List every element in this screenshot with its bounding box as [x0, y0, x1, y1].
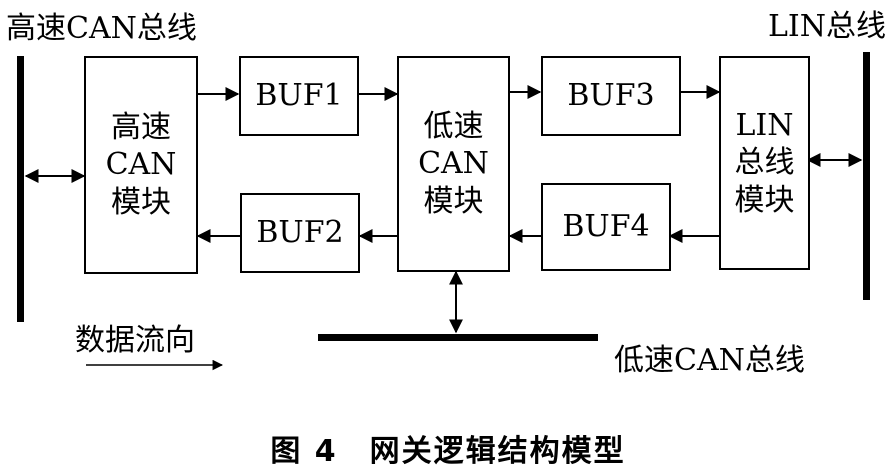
lin-module-line2: 总线 — [734, 145, 795, 181]
lin-module-line3: 模块 — [734, 182, 795, 218]
hs-can-module: 高速 CAN 模块 — [84, 56, 198, 274]
ls-can-bus-label: 低速CAN总线 — [614, 343, 805, 378]
lin-module: LIN 总线 模块 — [719, 56, 810, 270]
hs-can-bus-label: 高速CAN总线 — [6, 11, 197, 46]
buf3-box: BUF3 — [541, 56, 681, 136]
buf1-box: BUF1 — [239, 56, 359, 136]
lin-bus-label: LIN总线 — [768, 9, 887, 44]
ls-can-module-line3: 模块 — [423, 183, 484, 219]
figure-caption: 图 4 网关逻辑结构模型 — [270, 434, 626, 469]
buf4-box: BUF4 — [541, 183, 671, 271]
ls-can-bus-bar — [318, 334, 598, 341]
hs-can-module-line2: CAN — [105, 147, 177, 183]
hs-can-bus-bar — [17, 56, 24, 322]
lin-bus-bar — [863, 52, 870, 300]
ls-can-module: 低速 CAN 模块 — [397, 56, 510, 272]
lin-module-line1: LIN — [735, 107, 794, 143]
hs-can-module-line3: 模块 — [111, 184, 171, 220]
legend-label: 数据流向 — [75, 323, 195, 358]
ls-can-module-line2: CAN — [418, 146, 489, 182]
buf2-box: BUF2 — [240, 193, 360, 273]
hs-can-module-line1: 高速 — [111, 109, 171, 145]
ls-can-module-line1: 低速 — [423, 108, 484, 144]
